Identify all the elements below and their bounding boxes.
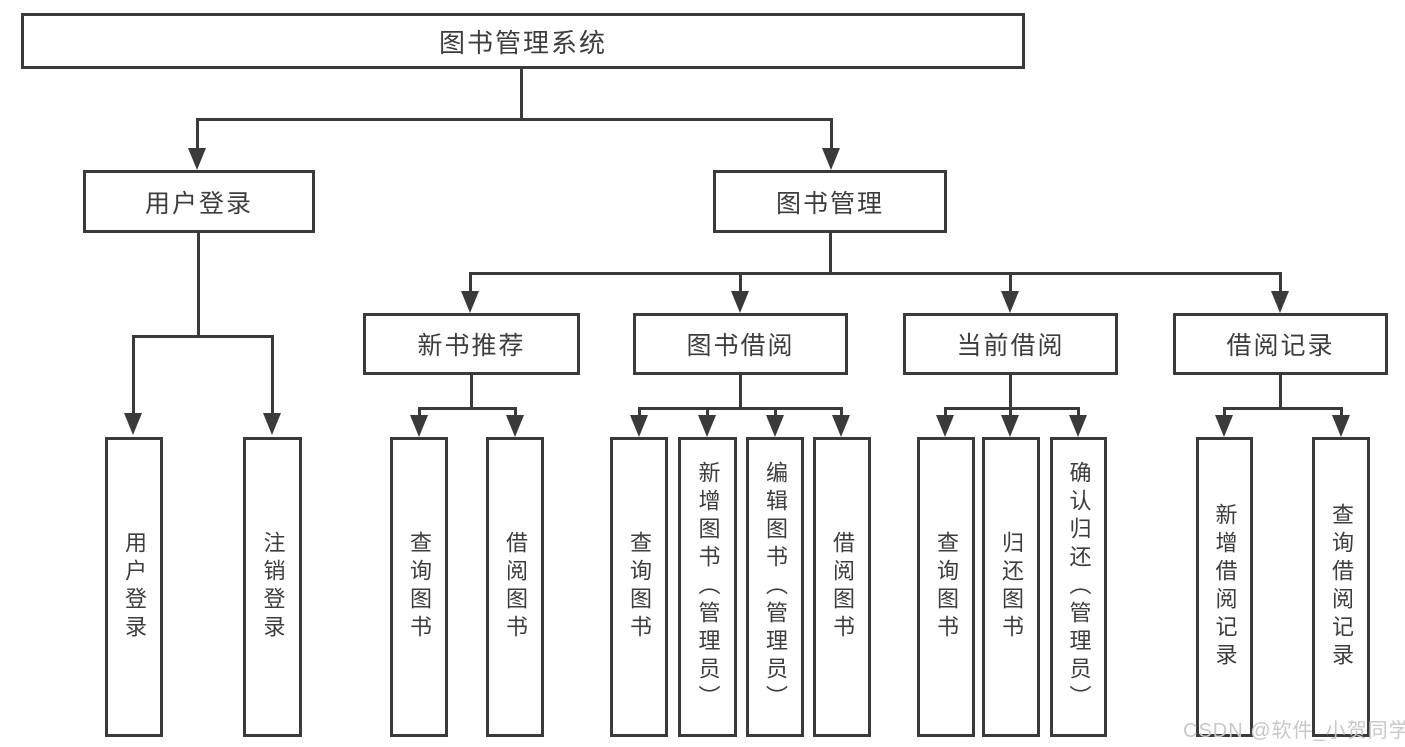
connector-line bbox=[197, 233, 200, 337]
leaf-add-borrow-record: 新增借阅记录 bbox=[1196, 437, 1253, 737]
leaf-edit-book-admin-label: 编辑图书（管理员） bbox=[763, 461, 788, 713]
node-user-login-label: 用户登录 bbox=[144, 189, 253, 218]
leaf-return-book-label: 归还图书 bbox=[999, 531, 1024, 643]
connector-line bbox=[1279, 375, 1282, 409]
leaf-add-book-admin-label: 新增图书（管理员） bbox=[695, 461, 721, 713]
connector-line bbox=[1077, 407, 1080, 417]
arrow-down-icon bbox=[506, 415, 524, 437]
connector-line bbox=[739, 272, 742, 293]
connector-line bbox=[944, 407, 947, 417]
connector-line bbox=[1340, 407, 1343, 417]
node-new-book-recommend: 新书推荐 bbox=[363, 313, 580, 375]
leaf-borrow-books-label: 借阅图书 bbox=[830, 531, 855, 643]
node-book-management-label: 图书管理 bbox=[775, 189, 884, 218]
arrow-down-icon bbox=[188, 148, 206, 170]
node-new-book-recommend-label: 新书推荐 bbox=[417, 332, 526, 360]
arrow-down-icon bbox=[1332, 415, 1350, 437]
arrow-down-icon bbox=[410, 415, 428, 437]
leaf-edit-book-admin: 编辑图书（管理员） bbox=[746, 437, 804, 737]
connector-line bbox=[470, 375, 473, 409]
connector-line bbox=[469, 272, 1282, 275]
node-borrowing-records-label: 借阅记录 bbox=[1226, 332, 1335, 360]
connector-line bbox=[706, 407, 709, 417]
arrow-down-icon bbox=[630, 415, 648, 437]
connector-line bbox=[774, 407, 777, 417]
leaf-borrow-books: 借阅图书 bbox=[813, 437, 871, 737]
leaf-add-book-admin: 新增图书（管理员） bbox=[678, 437, 737, 737]
leaf-add-borrow-record-label: 新增借阅记录 bbox=[1212, 503, 1238, 671]
leaf-confirm-return-admin: 确认归还（管理员） bbox=[1050, 437, 1107, 737]
leaf-return-book: 归还图书 bbox=[982, 437, 1040, 737]
leaf-user-login: 用户登录 bbox=[105, 437, 163, 737]
leaf-query-books-borrowing-label: 查询图书 bbox=[627, 531, 652, 643]
node-book-borrowing: 图书借阅 bbox=[633, 313, 848, 375]
connector-line bbox=[1279, 272, 1282, 293]
connector-line bbox=[830, 118, 833, 150]
connector-line bbox=[196, 118, 199, 150]
connector-line bbox=[739, 375, 742, 409]
leaf-logout: 注销登录 bbox=[243, 437, 302, 737]
connector-line bbox=[638, 407, 641, 417]
leaf-query-borrow-record: 查询借阅记录 bbox=[1312, 437, 1370, 737]
arrow-down-icon bbox=[731, 291, 749, 313]
connector-line bbox=[638, 407, 843, 410]
arrow-down-icon bbox=[461, 291, 479, 313]
connector-line bbox=[1009, 375, 1012, 409]
arrow-down-icon bbox=[1001, 415, 1019, 437]
connector-line bbox=[944, 407, 1080, 410]
connector-line bbox=[1009, 272, 1012, 293]
connector-line bbox=[418, 407, 421, 417]
connector-line bbox=[196, 118, 832, 121]
connector-line bbox=[1223, 407, 1226, 417]
connector-line bbox=[514, 407, 517, 417]
connector-line bbox=[271, 335, 274, 415]
connector-line bbox=[829, 233, 832, 274]
leaf-query-books-current: 查询图书 bbox=[917, 437, 975, 737]
leaf-query-books-borrowing: 查询图书 bbox=[610, 437, 668, 737]
leaf-query-books-current-label: 查询图书 bbox=[934, 531, 959, 643]
leaf-logout-label: 注销登录 bbox=[260, 531, 286, 643]
arrow-down-icon bbox=[936, 415, 954, 437]
leaf-query-books-recommend-label: 查询图书 bbox=[407, 531, 432, 643]
arrow-down-icon bbox=[1069, 415, 1087, 437]
node-current-borrowing: 当前借阅 bbox=[903, 313, 1118, 375]
connector-line bbox=[132, 335, 135, 415]
connector-line bbox=[840, 407, 843, 417]
leaf-borrow-books-recommend-label: 借阅图书 bbox=[503, 531, 528, 643]
connector-line bbox=[520, 69, 523, 119]
node-root: 图书管理系统 bbox=[21, 13, 1025, 69]
connector-line bbox=[469, 272, 472, 293]
connector-line bbox=[1223, 407, 1342, 410]
connector-line bbox=[1009, 407, 1012, 417]
leaf-user-login-label: 用户登录 bbox=[122, 531, 147, 643]
leaf-borrow-books-recommend: 借阅图书 bbox=[486, 437, 544, 737]
node-book-borrowing-label: 图书借阅 bbox=[686, 332, 795, 360]
leaf-query-books-recommend: 查询图书 bbox=[390, 437, 448, 737]
node-book-management: 图书管理 bbox=[713, 170, 947, 233]
arrow-down-icon bbox=[822, 148, 840, 170]
leaf-query-borrow-record-label: 查询借阅记录 bbox=[1329, 503, 1354, 671]
node-user-login: 用户登录 bbox=[83, 170, 315, 233]
arrow-down-icon bbox=[1001, 291, 1019, 313]
arrow-down-icon bbox=[1271, 291, 1289, 313]
connector-line bbox=[418, 407, 517, 410]
arrow-down-icon bbox=[698, 415, 716, 437]
arrow-down-icon bbox=[1215, 415, 1233, 437]
connector-line bbox=[132, 335, 274, 338]
arrow-down-icon bbox=[124, 413, 142, 435]
node-root-label: 图书管理系统 bbox=[438, 27, 607, 58]
node-borrowing-records: 借阅记录 bbox=[1173, 313, 1388, 375]
arrow-down-icon bbox=[263, 413, 281, 435]
arrow-down-icon bbox=[832, 415, 850, 437]
node-current-borrowing-label: 当前借阅 bbox=[956, 332, 1065, 360]
arrow-down-icon bbox=[766, 415, 784, 437]
csdn-watermark: CSDN @软件_小贺同学 bbox=[1183, 720, 1405, 742]
leaf-confirm-return-admin-label: 确认归还（管理员） bbox=[1066, 461, 1092, 713]
